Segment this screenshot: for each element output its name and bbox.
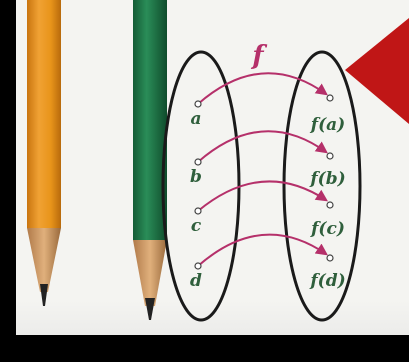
paper-shadow bbox=[16, 300, 409, 335]
codomain-labels: f(a) f(b) f(c) f(d) bbox=[309, 115, 345, 291]
bottom-border bbox=[0, 335, 409, 362]
point-b bbox=[194, 158, 202, 166]
point-c bbox=[194, 207, 202, 215]
point-fa bbox=[326, 94, 334, 102]
orange-pencil bbox=[27, 0, 61, 306]
codomain-label-fb: f(b) bbox=[309, 169, 345, 189]
domain-label-d: d bbox=[190, 271, 202, 291]
function-label: f bbox=[250, 41, 267, 71]
point-fd bbox=[326, 254, 334, 262]
arrow-d bbox=[197, 233, 328, 267]
codomain-oval bbox=[282, 50, 362, 322]
point-fb bbox=[326, 152, 334, 160]
point-fc bbox=[326, 201, 334, 209]
domain-label-a: a bbox=[190, 109, 201, 129]
red-pointer-icon bbox=[345, 18, 409, 124]
domain-label-b: b bbox=[190, 167, 202, 187]
point-d bbox=[194, 262, 202, 270]
point-a bbox=[194, 100, 202, 108]
arrow-c bbox=[197, 180, 329, 212]
green-pencil bbox=[133, 0, 167, 320]
codomain-label-fc: f(c) bbox=[310, 219, 345, 239]
codomain-label-fd: f(d) bbox=[309, 271, 345, 291]
arrow-a bbox=[197, 72, 328, 105]
arrow-b bbox=[197, 130, 328, 163]
mapping-arrows bbox=[197, 72, 329, 267]
domain-label-c: c bbox=[191, 216, 202, 236]
codomain-points bbox=[326, 94, 334, 262]
domain-labels: a b c d bbox=[190, 109, 202, 291]
domain-points bbox=[194, 100, 202, 270]
codomain-label-fa: f(a) bbox=[310, 115, 345, 135]
